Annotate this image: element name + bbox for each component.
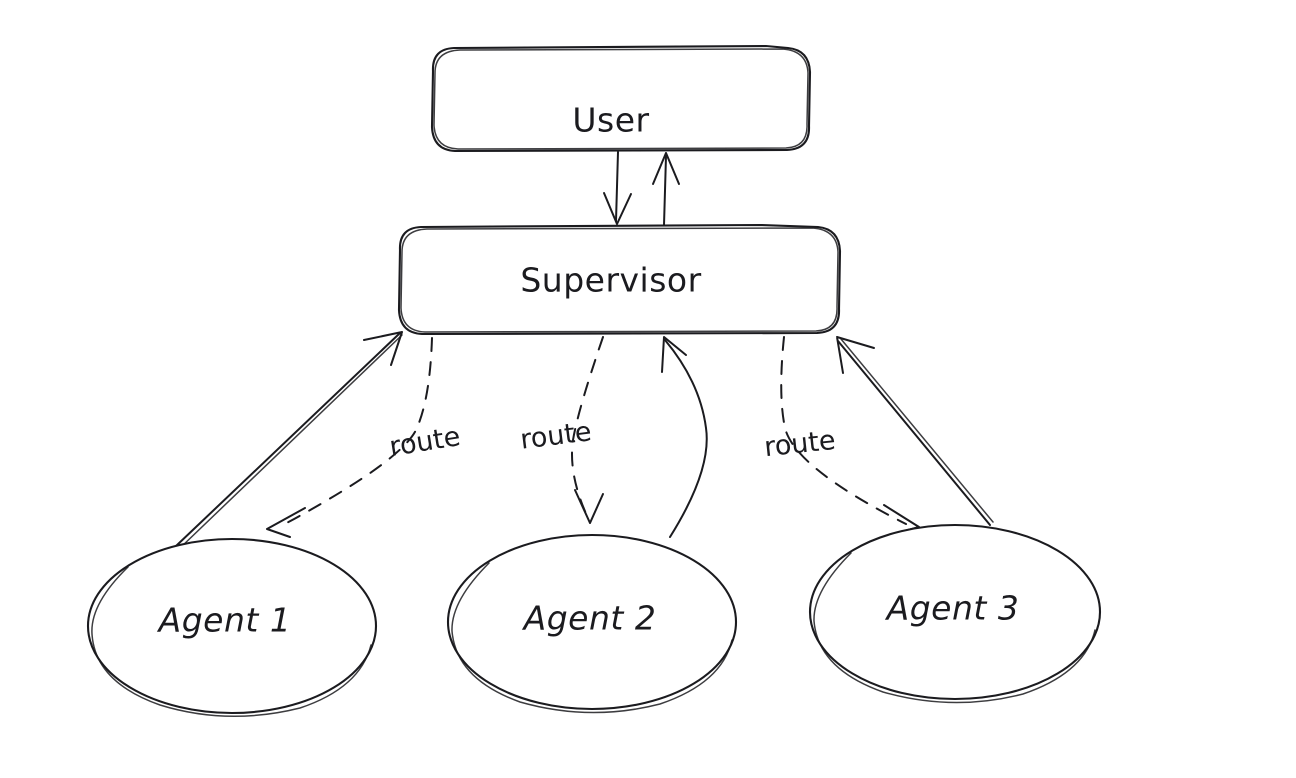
node-agent1-outline-sketch <box>91 566 372 717</box>
node-agent2-outline <box>446 533 738 711</box>
edge-supervisor-to-user-line <box>663 155 667 226</box>
edge-supervisor-to-agent1-line <box>282 337 433 526</box>
edge-user-to-supervisor-line <box>615 151 619 222</box>
edge-supervisor-to-user-arrowhead <box>652 152 680 185</box>
edge-supervisor-to-agent2-line <box>571 336 604 519</box>
node-user[interactable]: User <box>430 44 812 153</box>
edge-supervisor-to-agent1-arrowhead <box>266 507 306 538</box>
node-supervisor-outline <box>397 223 842 336</box>
edge-supervisor-to-user[interactable] <box>652 152 680 226</box>
node-user-outline <box>430 44 812 153</box>
node-agent2-fill <box>448 535 736 709</box>
edge-supervisor-to-agent2-arrowhead <box>574 489 604 524</box>
edge-agent1-to-supervisor-arrowhead <box>363 331 403 366</box>
edge-supervisor-to-agent3-line <box>780 336 907 525</box>
edge-agent3-to-supervisor[interactable] <box>836 336 994 526</box>
node-agent1[interactable]: Agent 1 <box>86 537 378 717</box>
node-agent2[interactable]: Agent 2 <box>446 533 738 714</box>
edge-agent2-to-supervisor-line <box>664 339 708 538</box>
node-supervisor-fill <box>399 226 840 333</box>
edge-agent1-to-supervisor-line-sketch <box>178 334 403 550</box>
edge-agent1-to-supervisor[interactable] <box>175 331 403 550</box>
edge-agent3-to-supervisor-line-sketch <box>840 338 994 523</box>
edge-supervisor-to-agent2[interactable]: route <box>519 336 604 524</box>
node-agent1-label: Agent 1 <box>157 601 292 640</box>
node-agent2-label: Agent 2 <box>522 599 657 638</box>
node-supervisor[interactable]: Supervisor <box>397 223 842 336</box>
edge-label-route-3: route <box>763 425 837 463</box>
edge-agent2-to-supervisor[interactable] <box>661 336 708 538</box>
edge-agent1-to-supervisor-line <box>175 332 401 547</box>
node-agent3[interactable]: Agent 3 <box>808 523 1102 704</box>
node-agent1-outline <box>86 537 378 715</box>
node-agent3-label: Agent 3 <box>885 589 1020 628</box>
edge-agent3-to-supervisor-arrowhead <box>836 336 875 374</box>
node-user-outline-sketch <box>433 48 809 150</box>
node-agent3-fill <box>810 525 1100 699</box>
node-supervisor-label: Supervisor <box>520 261 701 300</box>
edge-agent2-to-supervisor-arrowhead <box>661 336 687 373</box>
edge-agent3-to-supervisor-line <box>837 340 991 526</box>
node-agent3-outline <box>808 523 1102 701</box>
edge-user-to-supervisor-arrowhead <box>603 192 632 225</box>
node-agent1-fill <box>88 539 376 713</box>
edge-supervisor-to-agent3[interactable]: route <box>763 336 920 536</box>
node-supervisor-outline-sketch <box>400 227 839 333</box>
node-user-fill <box>432 47 810 150</box>
node-agent3-outline-sketch <box>813 552 1096 704</box>
node-user-label: User <box>572 101 649 140</box>
edge-label-route-1: route <box>387 421 462 463</box>
edge-user-to-supervisor[interactable] <box>603 151 632 225</box>
node-agent2-outline-sketch <box>451 562 733 714</box>
edge-label-route-2: route <box>519 416 594 455</box>
